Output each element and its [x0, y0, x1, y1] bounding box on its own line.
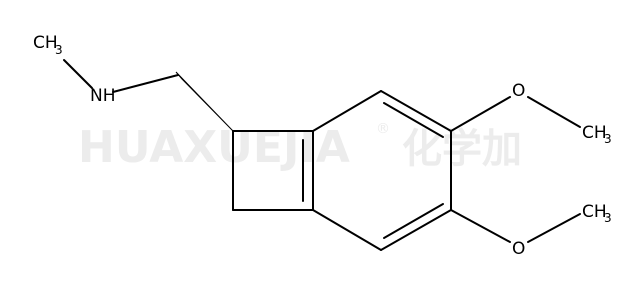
bond-o-methyl-lower [527, 213, 581, 243]
label-methyl-n: CH 3 [33, 33, 63, 57]
bond-o-methyl-upper [527, 96, 581, 128]
watermark-latin: HUAXUEJIA [78, 122, 350, 173]
bond-ring-1 [312, 90, 382, 132]
bond-ring-o-upper [450, 96, 511, 132]
label-methyl-o-upper-main: CH [582, 123, 607, 143]
watermark-registered-mark: ® [376, 121, 390, 137]
bond-ring-o-lower [450, 209, 511, 243]
label-oxygen-upper: O [512, 81, 525, 101]
bond-ring-4 [380, 209, 452, 251]
label-methyl-o-lower-main: CH [582, 202, 607, 222]
label-methyl-o-upper-sub: 3 [604, 132, 612, 146]
label-amine: NH [90, 86, 116, 106]
bond-ring-4-inner [383, 203, 444, 239]
label-methyl-o-upper: CH 3 [582, 123, 612, 146]
label-oxygen-lower: O [512, 239, 525, 259]
label-methyl-n-main: CH [33, 33, 58, 53]
atom-labels: CH 3 NH O O CH 3 CH 3 [33, 33, 612, 259]
watermark-cjk: 化学加 [402, 126, 522, 172]
bond-ring-5 [312, 209, 382, 251]
bond-methyl-n [63, 59, 93, 89]
wedge-bond [175, 71, 234, 132]
label-methyl-o-lower: CH 3 [582, 202, 612, 225]
bond-n-ch2 [112, 74, 179, 93]
bond-ring-2-inner [383, 102, 444, 138]
label-methyl-n-sub: 3 [55, 43, 63, 57]
bonds [63, 59, 581, 251]
label-methyl-o-lower-sub: 3 [604, 211, 612, 225]
bond-ring-2 [380, 90, 452, 132]
